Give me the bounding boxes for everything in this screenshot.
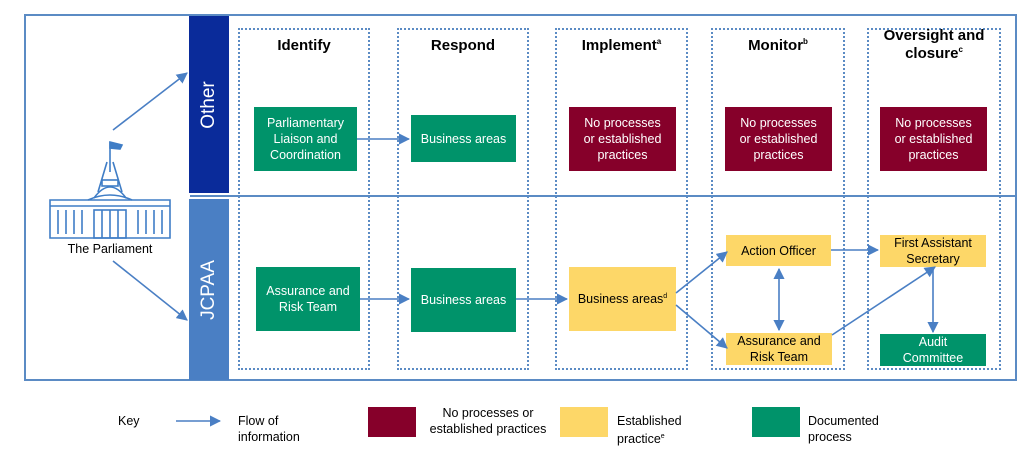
key-flow-label: Flow of information <box>238 414 300 444</box>
key-title: Key <box>118 414 140 428</box>
key-no-process-swatch <box>368 407 416 437</box>
band-other: Other <box>189 16 229 193</box>
column-oversight <box>867 28 1001 370</box>
key-established-swatch <box>560 407 608 437</box>
column-respond <box>397 28 529 370</box>
key-documented-label: Documented process <box>808 414 879 444</box>
parliament-label: The Parliament <box>67 242 153 256</box>
column-implement <box>555 28 688 370</box>
node-jcpaa-implement-business-areas: Business areasd <box>569 267 676 331</box>
row-divider <box>190 195 1017 197</box>
column-heading-respond: Respond <box>430 37 496 54</box>
diagram-frame <box>24 14 1017 381</box>
column-heading-identify: Identify <box>277 37 331 54</box>
arrow-implement-to-action-officer <box>675 251 728 294</box>
node-action-officer: Action Officer <box>726 235 831 266</box>
column-heading-monitor: Monitorb <box>748 37 808 54</box>
column-monitor <box>711 28 845 370</box>
footnote-b: b <box>803 37 808 46</box>
column-heading-oversight: Oversight and closurec <box>883 27 985 62</box>
arrow-implement-to-monitor-art <box>675 304 728 349</box>
node-other-business-areas: Business areas <box>411 115 516 162</box>
footnote-e: e <box>660 433 665 440</box>
column-heading-implement: Implementa <box>581 37 662 54</box>
footnote-a: a <box>656 37 662 46</box>
band-jcpaa: JCPAA <box>189 199 229 380</box>
key-documented-swatch <box>752 407 800 437</box>
arrow-parliament-to-jcpaa <box>112 260 188 321</box>
arrow-monitor-art-to-fas <box>831 266 936 336</box>
arrow-parliament-to-other <box>112 72 188 131</box>
column-identify <box>238 28 370 370</box>
footnote-d: d <box>663 292 668 300</box>
node-jcpaa-business-areas: Business areas <box>411 268 516 332</box>
key-established-label: Established practicee <box>617 414 682 447</box>
footnote-c: c <box>958 45 963 54</box>
parliament-house-icon <box>49 140 171 239</box>
